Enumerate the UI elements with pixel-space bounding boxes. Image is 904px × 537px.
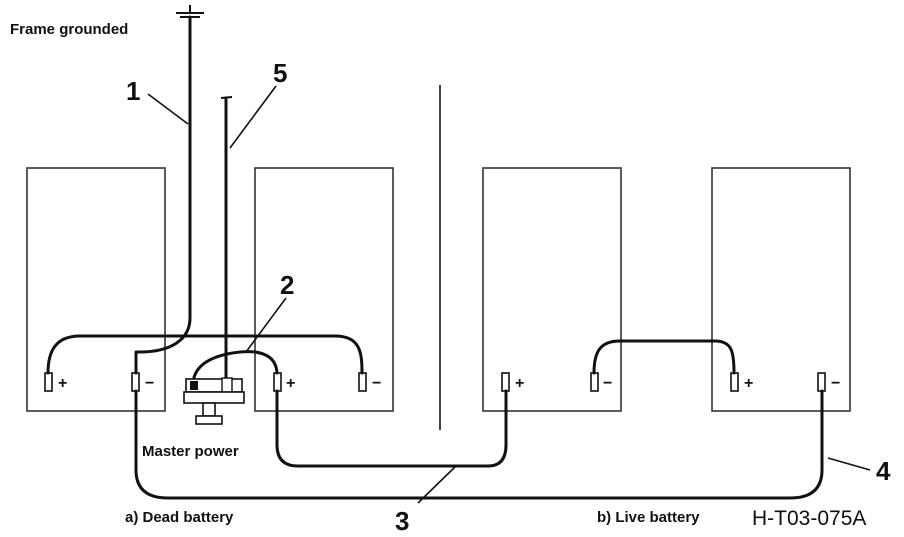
leader-line-4 <box>827 457 871 471</box>
terminal-sign-minus: − <box>372 375 381 392</box>
cable-end-mark <box>220 96 233 99</box>
positive-jumper-cable <box>275 389 508 468</box>
leader-line-1 <box>147 93 189 125</box>
frame-grounded-label: Frame grounded <box>10 21 128 38</box>
terminal-post <box>590 372 599 392</box>
terminal-sign-minus: − <box>145 375 154 392</box>
dead-battery-left <box>26 167 166 412</box>
terminal-post <box>131 372 140 392</box>
terminal-post <box>817 372 826 392</box>
frame-ground-cable <box>134 15 192 375</box>
figure-code: H-T03-075A <box>752 507 866 530</box>
negative-jumper-cable <box>134 389 824 500</box>
ground-symbol <box>176 5 204 18</box>
leader-line-5 <box>229 85 277 149</box>
callout-3: 3 <box>395 506 409 536</box>
master-power-label: Master power <box>142 443 239 460</box>
terminal-post <box>358 372 367 392</box>
callout-1: 1 <box>126 76 140 106</box>
live-series-cable <box>592 339 736 375</box>
terminal-sign-plus: + <box>286 375 295 392</box>
live-battery-left <box>482 167 622 412</box>
terminal-post <box>730 372 739 392</box>
master-switch-link <box>191 350 279 387</box>
terminal-sign-minus: − <box>831 375 840 392</box>
callout-5: 5 <box>273 58 287 88</box>
callout-2: 2 <box>280 270 294 300</box>
master-power-switch <box>183 377 245 425</box>
terminal-post <box>44 372 53 392</box>
callout-4: 4 <box>876 456 891 486</box>
terminal-post <box>273 372 282 392</box>
leader-line-2 <box>245 297 287 353</box>
terminal-sign-plus: + <box>515 375 524 392</box>
terminal-sign-plus: + <box>58 375 67 392</box>
terminal-sign-minus: − <box>603 375 612 392</box>
terminal-post <box>501 372 510 392</box>
terminal-sign-plus: + <box>744 375 753 392</box>
dead-battery-label: a) Dead battery <box>125 509 234 526</box>
live-battery-label: b) Live battery <box>597 509 700 526</box>
leader-line-3 <box>417 465 457 504</box>
dead-series-cable <box>46 334 364 375</box>
